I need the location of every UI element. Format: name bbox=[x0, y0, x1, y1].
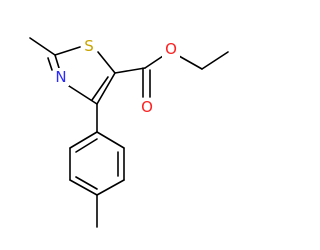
bond-ring-6-inner bbox=[75, 138, 98, 153]
bond-carbonyl-ester-o bbox=[144, 55, 164, 69]
molecule-canvas: S N O O bbox=[29, 37, 229, 228]
bond-c5-c4 bbox=[96, 72, 116, 105]
bond-c5-c4-double bbox=[91, 76, 109, 101]
bond-s1-c5 bbox=[97, 51, 116, 74]
bond-c2-s1 bbox=[54, 46, 81, 56]
bond-ring-4-inner bbox=[75, 176, 98, 190]
structure-diagram: S N O O bbox=[29, 37, 229, 228]
bond-ring-1 bbox=[96, 131, 125, 149]
bond-c5-carbonyl bbox=[114, 67, 146, 74]
bond-c4-n3 bbox=[68, 85, 98, 105]
bond-n3-c2-double bbox=[47, 57, 53, 71]
sulfur-atom-label: S bbox=[84, 37, 94, 55]
bond-ring-6 bbox=[69, 131, 98, 149]
bond-ring-3 bbox=[96, 179, 125, 196]
nitrogen-atom-label: N bbox=[55, 68, 66, 86]
ester-oxygen-label: O bbox=[165, 40, 177, 58]
carbonyl-oxygen-label: O bbox=[141, 98, 153, 116]
bond-ester-o-ch2 bbox=[178, 55, 203, 70]
bond-ch2-ch3 bbox=[201, 51, 229, 70]
bond-c2-methyl bbox=[29, 37, 56, 56]
bond-n3-c2 bbox=[54, 54, 60, 69]
bond-ring-4 bbox=[69, 179, 98, 196]
